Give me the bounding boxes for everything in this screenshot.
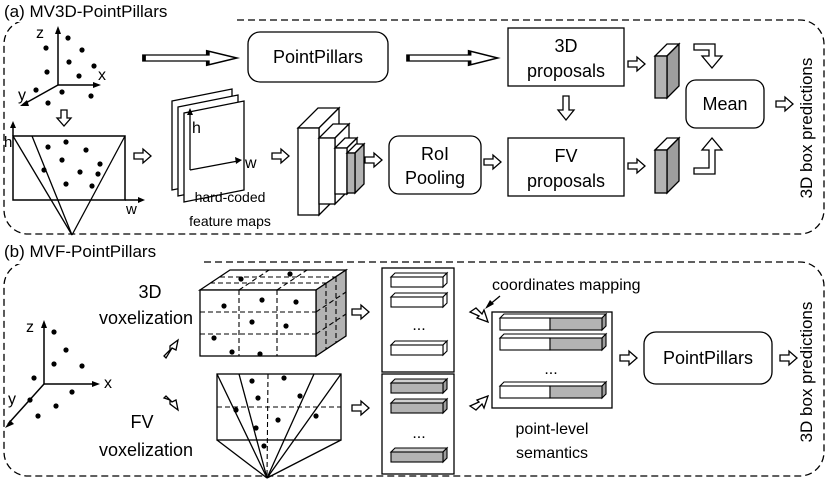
axis-x-label: x bbox=[98, 67, 106, 84]
arrow-icon bbox=[775, 96, 794, 112]
feature-map-h: h bbox=[192, 120, 201, 137]
fv-proposals-label-2: proposals bbox=[527, 171, 605, 191]
arrow-icon bbox=[627, 158, 646, 174]
voxfv-label-1: FV bbox=[130, 412, 153, 432]
combined-feature-list: ... bbox=[491, 311, 613, 409]
arrow-icon bbox=[133, 148, 152, 164]
elbow-arrow-top bbox=[693, 43, 724, 70]
voxfv-label-2: voxelization bbox=[99, 440, 193, 460]
down-arrow bbox=[556, 95, 576, 122]
point-cloud-3d-b bbox=[5, 320, 100, 428]
proposals-3d-box: 3D proposals bbox=[507, 27, 625, 87]
feature-maps-caption-2: feature maps bbox=[189, 213, 271, 229]
voxel-fan-fv bbox=[216, 373, 342, 479]
feature-maps-caption-1: hard-coded bbox=[195, 189, 266, 205]
diag-arrow-up bbox=[163, 338, 179, 360]
elbow-arrow-bottom bbox=[693, 136, 724, 175]
axis-z-label: z bbox=[36, 25, 44, 42]
feature-list-fv: ... bbox=[381, 373, 455, 475]
proposals-3d-label-1: 3D bbox=[554, 36, 577, 56]
front-view-projection bbox=[10, 121, 145, 236]
feature-map-w: w bbox=[244, 155, 257, 172]
axis-y-label: y bbox=[18, 87, 26, 104]
pointpillars-box-b: PointPillars bbox=[643, 331, 773, 385]
axis-y-label-b: y bbox=[8, 391, 16, 408]
feature-slab-bottom bbox=[653, 136, 681, 195]
feature-slab-top bbox=[653, 42, 681, 100]
axis-z-label-b: z bbox=[26, 319, 34, 336]
fv-h-label: h bbox=[4, 134, 12, 151]
feature-list-3d: ... bbox=[381, 267, 455, 373]
fv-proposals-box: FV proposals bbox=[507, 137, 625, 197]
arrow-icon bbox=[619, 350, 638, 366]
list-ellipsis-combined: ... bbox=[544, 361, 557, 378]
panel-a: (a) MV3D-PointPillars z x y bbox=[2, 2, 825, 236]
pointpillars-label-a: PointPillars bbox=[273, 47, 363, 67]
diag-arrow-into-top bbox=[468, 307, 490, 324]
coords-mapping-label: coordinates mapping bbox=[492, 277, 641, 294]
arrow-icon bbox=[142, 49, 239, 67]
semantics-label-2: semantics bbox=[516, 445, 588, 462]
arrow-icon bbox=[483, 154, 502, 170]
vox3d-label-2: voxelization bbox=[99, 308, 193, 328]
pointpillars-box-a: PointPillars bbox=[247, 31, 389, 83]
down-arrow bbox=[55, 109, 73, 127]
output-label-b: 3D box predictions bbox=[797, 302, 816, 443]
arrow-icon bbox=[627, 56, 646, 72]
roi-pooling-box: RoI Pooling bbox=[388, 135, 482, 195]
output-label-a: 3D box predictions bbox=[797, 58, 816, 199]
diag-arrow-down bbox=[162, 395, 179, 412]
roi-pooling-label-1: RoI bbox=[421, 144, 449, 164]
point-cloud-3d bbox=[20, 26, 101, 106]
feature-maps-stack bbox=[171, 88, 245, 203]
list-ellipsis-top: ... bbox=[412, 317, 425, 334]
cnn-blocks bbox=[296, 106, 366, 217]
panel-b: (b) MVF-PointPillars z x y 3D voxelizati… bbox=[2, 240, 825, 479]
arrow-icon bbox=[406, 49, 500, 67]
arrow-icon bbox=[351, 400, 370, 416]
fv-w-label: w bbox=[125, 201, 137, 218]
arrow-icon bbox=[779, 350, 798, 366]
panel-a-title: (a) MV3D-PointPillars bbox=[4, 2, 167, 21]
panel-b-title: (b) MVF-PointPillars bbox=[4, 242, 156, 261]
voxel-cube-3d bbox=[197, 268, 349, 358]
arrow-icon bbox=[351, 304, 370, 320]
pointpillars-label-b: PointPillars bbox=[663, 348, 753, 368]
arrow-icon bbox=[271, 148, 290, 164]
panel-b-frame bbox=[3, 261, 825, 477]
semantics-label-1: point-level bbox=[516, 421, 589, 438]
roi-pooling-label-2: Pooling bbox=[405, 168, 465, 188]
axis-x-label-b: x bbox=[104, 375, 112, 392]
list-ellipsis-bottom: ... bbox=[412, 425, 425, 442]
vox3d-label-1: 3D bbox=[138, 282, 161, 302]
fv-proposals-label-1: FV bbox=[554, 146, 577, 166]
mean-label: Mean bbox=[702, 94, 747, 114]
diag-arrow-into-bottom bbox=[468, 394, 490, 411]
arrow-icon bbox=[364, 152, 383, 168]
panel-a-frame bbox=[3, 19, 825, 235]
proposals-3d-label-2: proposals bbox=[527, 61, 605, 81]
mean-box: Mean bbox=[685, 79, 765, 129]
